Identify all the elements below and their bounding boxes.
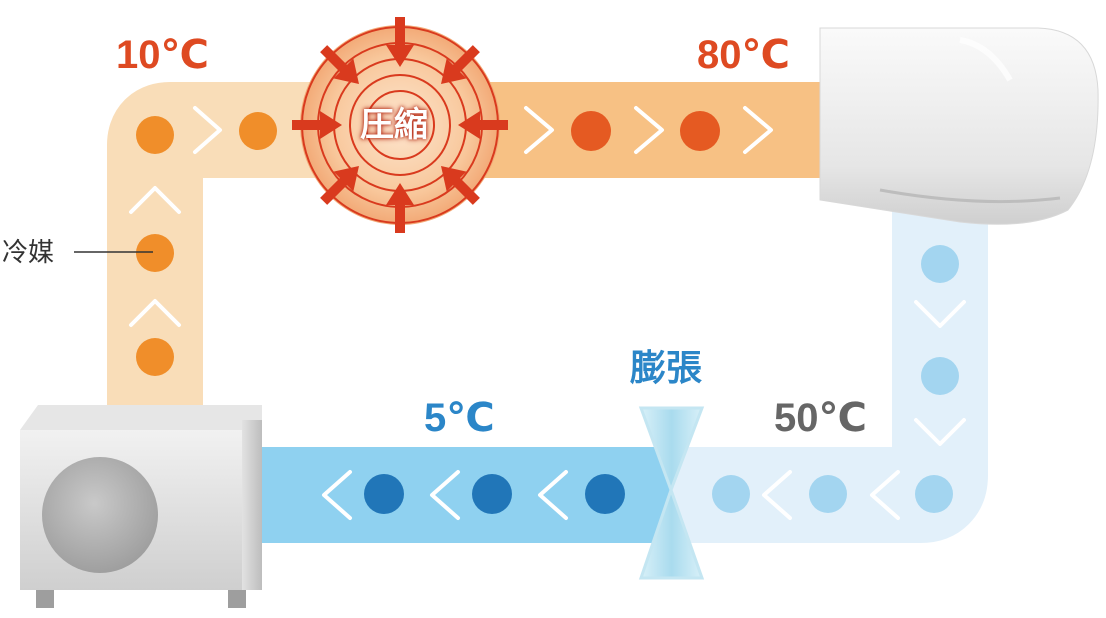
- refrigerant-dot: [136, 234, 174, 272]
- refrigerant-dot: [915, 475, 953, 513]
- refrigerant-dot: [571, 111, 611, 151]
- chevron-right: [634, 106, 664, 154]
- expansion-valve-icon: [638, 406, 705, 580]
- refrigerant-dot: [921, 357, 959, 395]
- refrigerant-label: 冷媒: [2, 237, 55, 267]
- refrigerant-dot: [585, 474, 625, 514]
- chevron-down: [914, 300, 966, 328]
- refrigerant-dot: [136, 338, 174, 376]
- chevron-right: [193, 106, 222, 154]
- chevron-right: [524, 106, 554, 154]
- chevron-left: [538, 470, 568, 520]
- unit-foot: [36, 590, 54, 608]
- pipe-liquid-segment: [670, 200, 988, 543]
- temperature-label-after-compression: 80℃: [697, 33, 790, 77]
- compression-arrow: [292, 17, 508, 233]
- refrigerant-dot: [472, 474, 512, 514]
- chevron-down: [914, 418, 966, 446]
- chevron-up: [129, 299, 181, 327]
- temperature-label-after-expansion: 5℃: [424, 396, 495, 440]
- chevron-left: [322, 470, 352, 520]
- chevron-left: [870, 470, 900, 520]
- refrigerant-dot: [921, 245, 959, 283]
- expansion-label: 膨張: [630, 347, 703, 388]
- fan-grille: [42, 457, 158, 573]
- refrigerant-dot: [239, 112, 277, 150]
- refrigerant-dot: [364, 474, 404, 514]
- unit-foot: [228, 590, 246, 608]
- refrigerant-dot: [680, 111, 720, 151]
- temperature-label-before-expansion: 50℃: [774, 396, 867, 440]
- flow-chevrons: [129, 106, 966, 520]
- refrigerant-dot: [809, 475, 847, 513]
- chevron-right: [743, 106, 773, 154]
- compression-label: 圧縮: [360, 106, 428, 144]
- outdoor-unit: [20, 405, 262, 608]
- compression-burst-icon: [292, 17, 508, 233]
- refrigerant-particles: [136, 111, 959, 514]
- refrigerant-dot: [136, 116, 174, 154]
- chevron-left: [762, 470, 792, 520]
- indoor-unit: [819, 27, 1099, 225]
- temperature-label-before-compression: 10℃: [116, 33, 209, 77]
- chevron-up: [129, 186, 181, 214]
- chevron-left: [430, 470, 460, 520]
- refrigerant-dot: [712, 475, 750, 513]
